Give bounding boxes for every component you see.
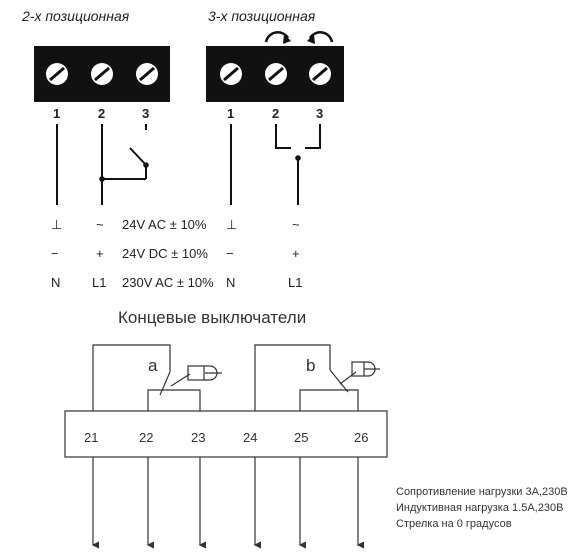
limit-switch-diagram	[64, 344, 388, 549]
terminal-number: 2	[272, 106, 280, 121]
limit-switches-title: Концевые выключатели	[118, 308, 307, 327]
terminal-label: 26	[354, 430, 369, 445]
terminal-number: 2	[98, 106, 106, 121]
screw-icon	[136, 63, 158, 85]
terminal-label: 21	[84, 430, 99, 445]
terminal-number: 3	[316, 106, 324, 121]
supply-symbol: ~	[96, 217, 104, 232]
screw-icon	[220, 63, 242, 85]
terminal-number: 1	[53, 106, 61, 121]
supply-voltage: 24V AC ± 10%	[122, 217, 207, 232]
terminal-label: 23	[191, 430, 206, 445]
title-2-position: 2-х позиционная	[22, 8, 130, 24]
terminal-number: 1	[227, 106, 235, 121]
supply-symbol: ~	[292, 217, 300, 232]
terminal-label: 25	[294, 430, 309, 445]
switch-a-label: a	[148, 356, 158, 375]
note-inductive-load: Индуктивная нагрузка 1.5А,230В	[396, 502, 564, 514]
note-resistive-load: Сопротивление нагрузки 3А,230В	[396, 486, 568, 498]
wiring-2-position	[56, 124, 147, 205]
supply-symbol: +	[96, 246, 104, 261]
screw-icon	[46, 63, 68, 85]
supply-symbol: ⊥	[51, 217, 63, 232]
supply-symbol: N	[226, 275, 236, 290]
terminal-label: 24	[243, 430, 258, 445]
terminal-block-2-position	[34, 46, 170, 102]
supply-symbol: L1	[92, 275, 107, 290]
switch-b-label: b	[306, 356, 316, 375]
supply-voltage: 24V DC ± 10%	[122, 246, 208, 261]
terminal-block-3-position	[206, 46, 344, 102]
rotate-counterclockwise-icon	[307, 31, 334, 44]
rotate-clockwise-icon	[264, 31, 291, 44]
supply-symbol: L1	[288, 275, 303, 290]
supply-symbol: −	[51, 246, 59, 261]
screw-icon	[91, 63, 113, 85]
supply-voltage: 230V AC ± 10%	[122, 275, 214, 290]
screw-icon	[309, 63, 331, 85]
screw-icon	[265, 63, 287, 85]
title-3-position: 3-х позиционная	[208, 8, 316, 24]
supply-symbol: −	[226, 246, 234, 261]
terminal-number: 3	[142, 106, 150, 121]
wiring-3-position	[230, 124, 321, 205]
note-arrow-position: Стрелка на 0 градусов	[396, 518, 512, 530]
supply-symbol: N	[51, 275, 61, 290]
supply-symbol: +	[292, 246, 300, 261]
supply-symbol: ⊥	[226, 217, 238, 232]
terminal-label: 22	[139, 430, 154, 445]
